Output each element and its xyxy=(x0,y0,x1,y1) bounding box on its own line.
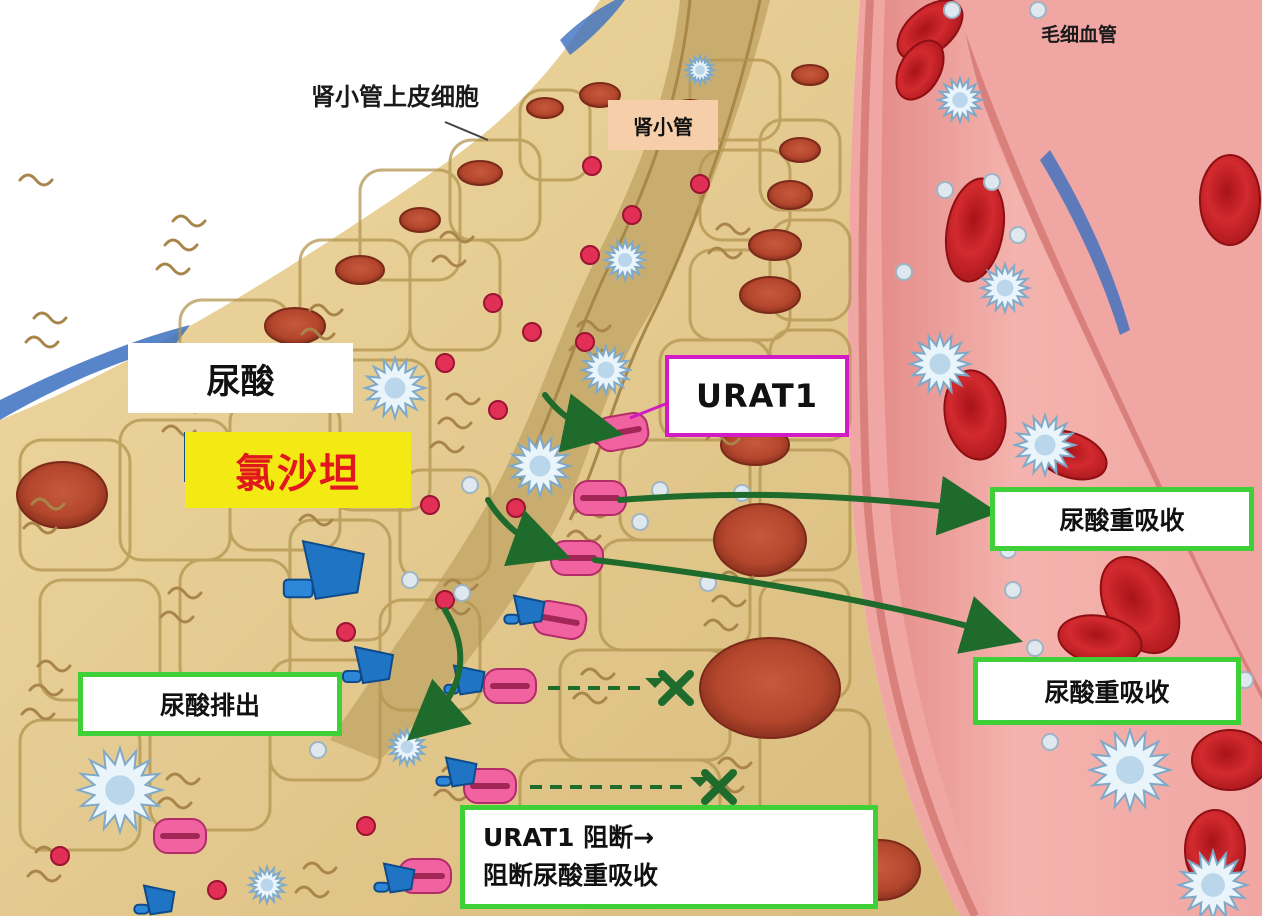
nucleus xyxy=(767,180,813,210)
urat1-block-note: URAT1 阻断→ 阻断尿酸重吸收 xyxy=(460,805,878,909)
losartan-molecule-icon xyxy=(373,862,416,894)
losartan-label: 氯沙坦 xyxy=(185,432,411,508)
particle xyxy=(983,173,1001,191)
uric-acid-particle xyxy=(207,880,227,900)
red-blood-cell xyxy=(1199,154,1261,246)
particle xyxy=(511,541,529,559)
urat1-transporter-icon xyxy=(483,668,537,704)
uric-acid-crystal-icon xyxy=(578,342,634,398)
red-blood-cell xyxy=(895,39,945,101)
losartan-molecule-icon xyxy=(435,756,478,788)
nucleus xyxy=(699,637,841,739)
uric-acid-crystal-icon xyxy=(245,863,289,907)
particle xyxy=(943,1,961,19)
nucleus xyxy=(335,255,385,285)
nucleus xyxy=(16,461,108,529)
uric-acid-particle xyxy=(336,622,356,642)
capillary-label: 毛细血管 xyxy=(1040,23,1117,46)
uric-acid-particle xyxy=(622,205,642,225)
uric-acid-crystal-icon xyxy=(977,260,1033,316)
uric-acid-particle xyxy=(522,322,542,342)
uric-acid-particle xyxy=(356,816,376,836)
uric-acid-particle xyxy=(50,846,70,866)
particle xyxy=(309,741,327,759)
excretion-label: 尿酸排出 xyxy=(78,672,342,736)
nucleus xyxy=(264,307,326,345)
uric-acid-crystal-icon xyxy=(74,744,166,836)
epithelium-label: 肾小管上皮细胞 xyxy=(311,82,479,111)
particle xyxy=(1029,1,1047,19)
blocked-x-icon xyxy=(658,670,737,805)
block-note-line-2: 阻断尿酸重吸收 xyxy=(483,861,659,890)
uric-acid-crystal-icon xyxy=(385,725,429,769)
uric-acid-particle xyxy=(580,245,600,265)
particle xyxy=(1004,581,1022,599)
uric-acid-particle xyxy=(483,293,503,313)
particle xyxy=(1009,226,1027,244)
urat1-transporter-icon xyxy=(463,768,517,804)
tubule-label: 肾小管 xyxy=(608,100,718,150)
urat1-label: URAT1 xyxy=(665,355,849,437)
losartan-molecule-icon xyxy=(342,645,395,685)
nucleus xyxy=(791,64,829,86)
uric-acid-crystal-icon xyxy=(361,354,429,422)
uric-acid-particle xyxy=(575,332,595,352)
particle xyxy=(631,513,649,531)
urat1-transporter-icon xyxy=(153,818,207,854)
uric-acid-particle xyxy=(420,495,440,515)
nucleus xyxy=(713,503,807,577)
losartan-molecule-icon xyxy=(503,594,546,626)
uric-acid-particle xyxy=(488,400,508,420)
uric-acid-crystal-icon xyxy=(906,330,974,398)
uric-acid-crystal-icon xyxy=(1011,411,1079,479)
particle xyxy=(453,584,471,602)
nucleus xyxy=(739,276,801,314)
uric-acid-crystal-icon xyxy=(506,432,574,500)
particle xyxy=(936,181,954,199)
block-note-line-1: URAT1 阻断→ xyxy=(483,823,655,852)
red-blood-cell xyxy=(943,369,1007,461)
losartan-molecule-icon xyxy=(282,539,365,600)
uric-acid-particle xyxy=(690,174,710,194)
losartan-molecule-icon xyxy=(133,884,176,916)
particle xyxy=(1026,639,1044,657)
reabsorption-label-1: 尿酸重吸收 xyxy=(990,487,1254,551)
reabsorption-label-2: 尿酸重吸收 xyxy=(973,657,1241,725)
particle xyxy=(461,476,479,494)
uric-acid-crystal-icon xyxy=(1086,726,1174,814)
uric-acid-crystal-icon xyxy=(934,74,986,126)
uric-acid-particle xyxy=(506,498,526,518)
uric-acid-crystal-icon xyxy=(1175,847,1251,916)
particle xyxy=(1041,733,1059,751)
uric-acid-label: 尿酸 xyxy=(128,343,353,413)
particle xyxy=(895,263,913,281)
nucleus xyxy=(457,160,503,186)
uric-acid-particle xyxy=(435,353,455,373)
particle xyxy=(401,571,419,589)
uric-acid-crystal-icon xyxy=(682,52,718,88)
red-blood-cell xyxy=(1191,729,1262,791)
uric-acid-crystal-icon xyxy=(601,236,649,284)
uric-acid-particle xyxy=(435,590,455,610)
nucleus xyxy=(526,97,564,119)
nucleus xyxy=(399,207,441,233)
urat1-transporter-icon xyxy=(573,480,627,516)
nucleus xyxy=(779,137,821,163)
uric-acid-particle xyxy=(582,156,602,176)
nucleus xyxy=(748,229,802,261)
